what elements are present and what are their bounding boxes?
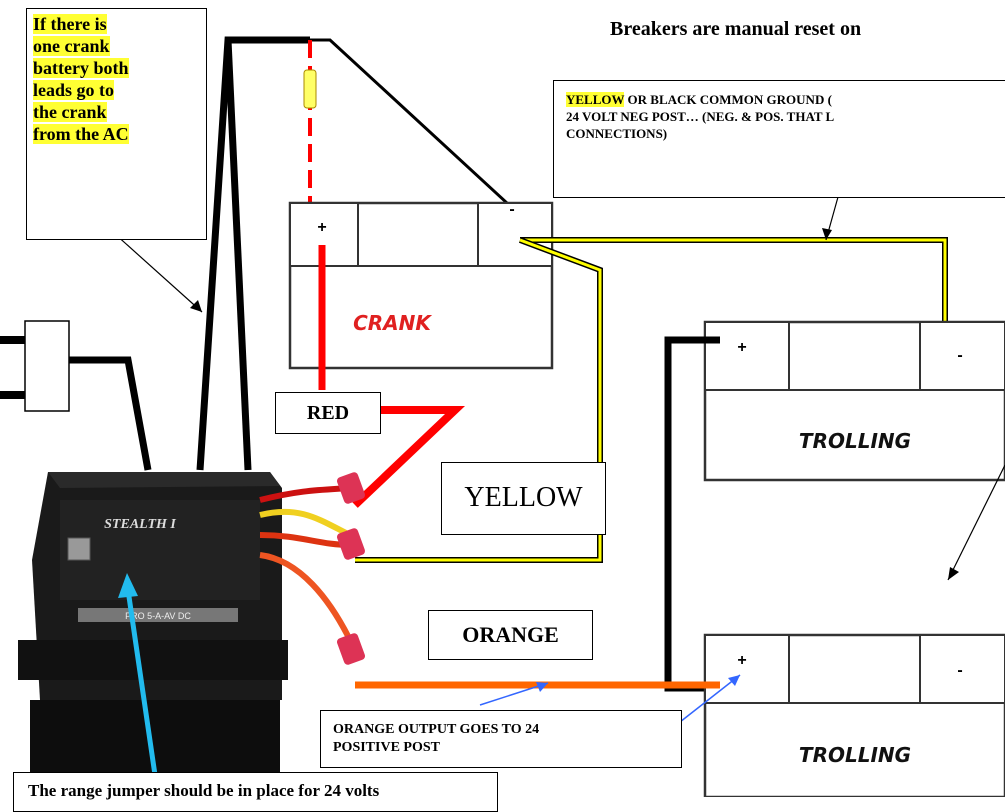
note-orange-line: POSITIVE POST <box>333 740 440 755</box>
callout-arrow-blue <box>479 682 549 706</box>
red-output-lead <box>352 406 466 508</box>
charger-brand: STEALTH I <box>104 517 176 532</box>
charger-panel <box>60 500 260 600</box>
callout-arrow-blue <box>679 674 741 723</box>
connector-yellow <box>337 528 365 560</box>
note-one-crank: If there is one crank battery both leads… <box>26 8 207 240</box>
ac-plug <box>24 320 70 412</box>
jumper-pointer-arrow <box>124 582 158 776</box>
crank-pos-sign: + <box>317 219 326 236</box>
trolling-bottom-neg-terminal <box>919 634 1005 704</box>
wire-label-yellow: YELLOW <box>441 462 606 535</box>
yellow-ground-bus <box>520 238 947 345</box>
wire-label-red: RED <box>275 392 381 434</box>
header-note: Breakers are manual reset on <box>610 18 862 40</box>
ac-lead-to-crank-neg <box>310 38 522 217</box>
note-one-crank-line: battery both <box>33 58 129 78</box>
ac-lead-black <box>224 39 252 471</box>
wire-label-orange: ORANGE <box>428 610 593 660</box>
trolling-bottom-pos-sign: + <box>737 652 746 669</box>
connector-red <box>337 472 365 504</box>
charger-model-plate <box>78 608 238 622</box>
connector-orange <box>337 633 365 665</box>
note-orange-line: ORANGE OUTPUT GOES TO 24 <box>333 722 540 737</box>
inline-fuse <box>303 69 317 109</box>
note-one-crank-line: the crank <box>33 102 107 122</box>
charger-model-text: PRO 5-A-AV DC <box>125 611 191 621</box>
note-one-crank-line: leads go to <box>33 80 114 100</box>
trolling-top-pos-sign: + <box>737 339 746 356</box>
crank-neg-terminal <box>477 202 553 267</box>
trolling-bottom-neg-sign: - <box>957 662 962 679</box>
trolling-top-pos-terminal <box>704 321 790 391</box>
yellow-output-lead <box>355 238 602 562</box>
note-orange-output: ORANGE OUTPUT GOES TO 24 POSITIVE POST <box>320 710 682 768</box>
note-one-crank-line: from the AC <box>33 124 129 144</box>
callout-arrow <box>947 464 1005 581</box>
trolling-bottom-label: TROLLING <box>799 743 911 767</box>
note-one-crank-line: one crank <box>33 36 110 56</box>
note-ground-line1: OR BLACK COMMON GROUND ( <box>624 92 832 107</box>
crank-neg-sign: - <box>509 201 514 218</box>
note-range-jumper: The range jumper should be in place for … <box>13 772 498 812</box>
note-one-crank-line: If there is <box>33 14 107 34</box>
crank-battery-label: CRANK <box>353 311 432 335</box>
trolling-top-label: TROLLING <box>799 429 911 453</box>
note-ground-line2: 24 VOLT NEG POST… (NEG. & POS. THAT L <box>566 109 835 124</box>
ac-cord <box>69 356 152 471</box>
note-ground-highlight: YELLOW <box>566 92 625 107</box>
note-ground-line3: CONNECTIONS) <box>566 126 668 141</box>
range-jumper <box>67 537 91 561</box>
trolling-top-neg-terminal <box>919 321 1005 391</box>
note-common-ground: YELLOW OR BLACK COMMON GROUND ( 24 VOLT … <box>553 80 1005 198</box>
trolling-top-neg-sign: - <box>957 347 962 364</box>
